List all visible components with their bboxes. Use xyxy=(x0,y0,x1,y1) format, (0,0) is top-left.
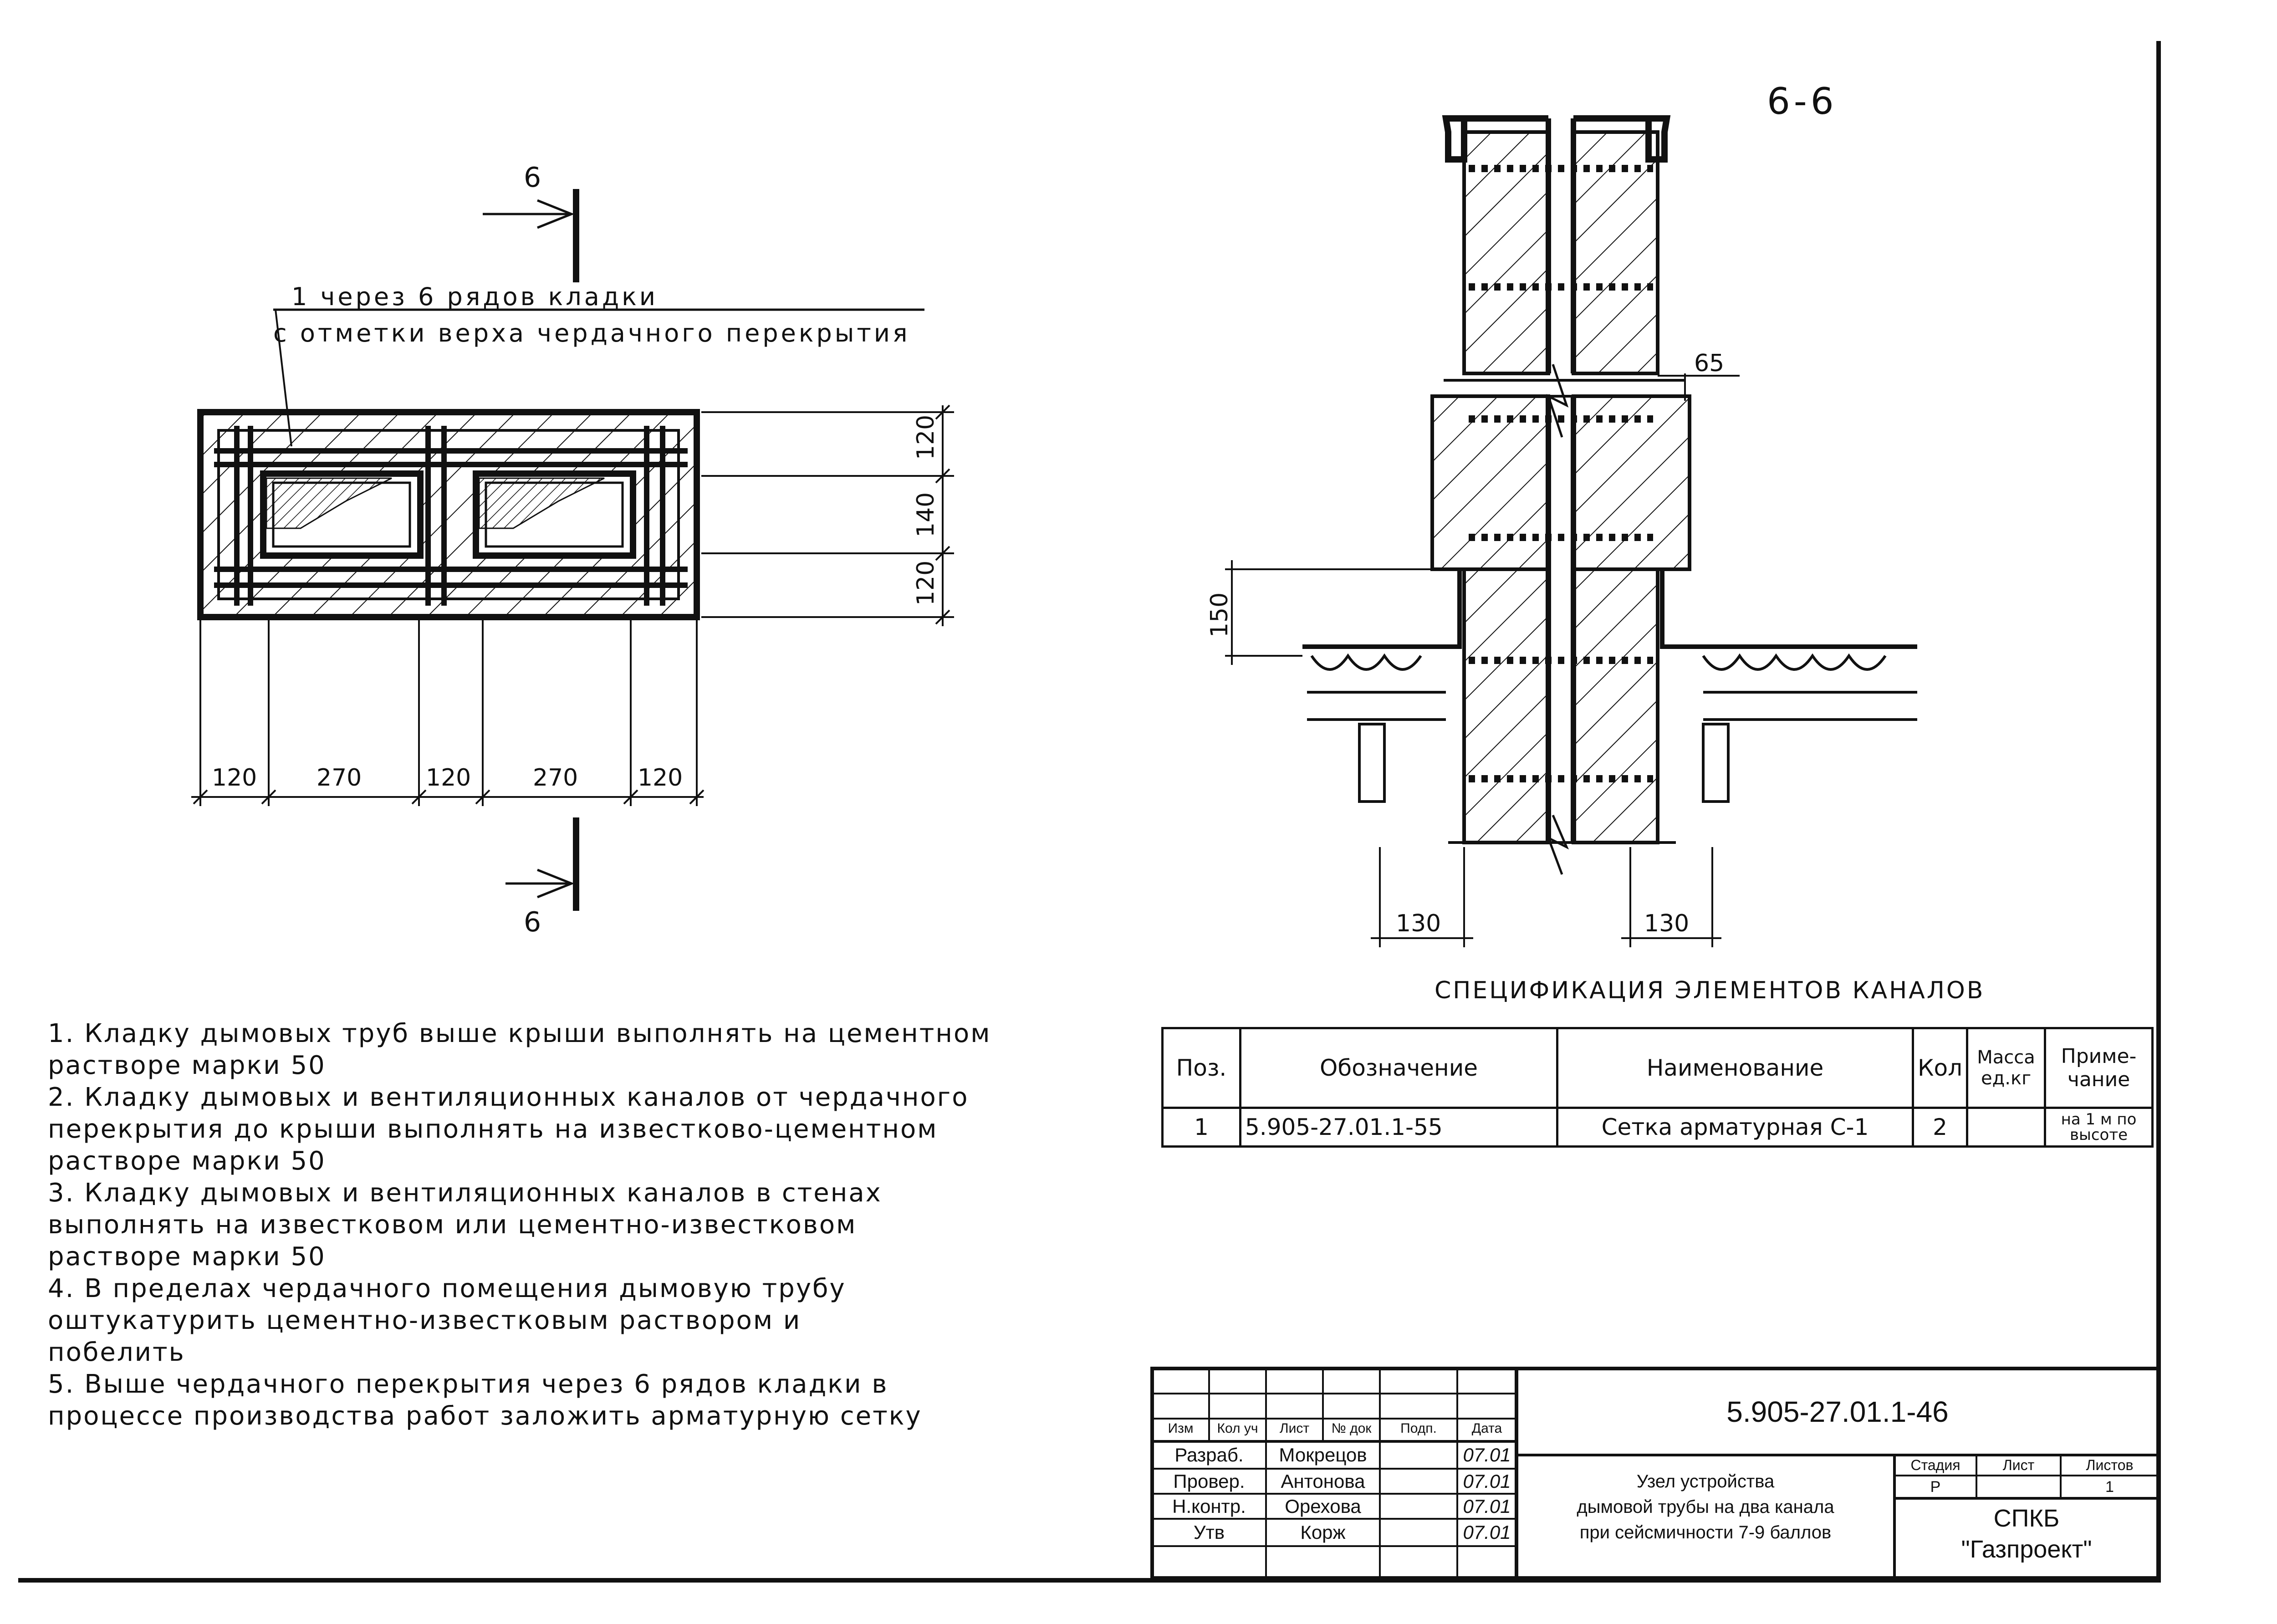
section-view: 65 150 130 130 xyxy=(1206,115,1917,947)
leader-note-line1: 1 через 6 рядов кладки xyxy=(291,282,658,311)
dim-v-2: 140 xyxy=(912,492,939,537)
spec-header-note: Приме-чание xyxy=(2044,1027,2154,1109)
description-line: Узел устройства xyxy=(1636,1471,1775,1491)
spec-header-mass: Масса ед.кг xyxy=(1966,1027,2047,1109)
title-block-col-headers: Изм Кол уч Лист № док Подп. Дата xyxy=(1152,1421,1516,1441)
cut-marker-bottom: 6 xyxy=(505,817,579,938)
col-header: Изм xyxy=(1168,1421,1194,1436)
col-header: Подп. xyxy=(1400,1421,1437,1436)
spec-cell-qty: 2 xyxy=(1911,1107,1969,1148)
dim-h-3: 120 xyxy=(426,764,471,792)
role-label: Н.контр. xyxy=(1172,1495,1246,1517)
description-line: дымовой трубы на два канала xyxy=(1577,1497,1834,1517)
dim-65: 65 xyxy=(1694,350,1724,377)
dim-130-left: 130 xyxy=(1396,910,1441,937)
note-line: 2. Кладку дымовых и вентиляционных канал… xyxy=(48,1083,969,1112)
dim-h-1: 120 xyxy=(212,764,257,792)
spec-cell-pos: 1 xyxy=(1161,1107,1241,1148)
spec-header-pos: Поз. xyxy=(1161,1027,1241,1109)
spec-table: Поз. Обозначение Наименование Кол Масса … xyxy=(1161,1027,2154,1148)
general-notes: 1. Кладку дымовых труб выше крыши выполн… xyxy=(48,1018,1141,1432)
role-label: Провер. xyxy=(1173,1470,1245,1492)
stage-value: Р xyxy=(1930,1478,1941,1496)
note-line: 5. Выше чердачного перекрытия через 6 ря… xyxy=(48,1369,888,1399)
col-header: Кол уч xyxy=(1217,1421,1258,1436)
sheet-label: Лист xyxy=(2002,1457,2035,1473)
note-line: 3. Кладку дымовых и вентиляционных канал… xyxy=(48,1178,882,1208)
note-line: растворе марки 50 xyxy=(48,1051,326,1080)
dim-v-3: 120 xyxy=(912,561,939,606)
role-name: Корж xyxy=(1300,1522,1346,1543)
role-row: Н.контр. Орехова 07.01 xyxy=(1152,1494,1516,1519)
role-date: 07.01 xyxy=(1463,1444,1511,1466)
dim-v-1: 120 xyxy=(912,415,939,460)
note-line: 4. В пределах чердачного помещения дымов… xyxy=(48,1274,846,1303)
reinforcement-section xyxy=(1469,165,1653,782)
title-block-grid xyxy=(1150,1367,2160,1580)
stage-headers: Стадия Лист Листов xyxy=(1894,1455,2159,1476)
title-block-roles: Разраб. Мокрецов 07.01 Провер. Антонова … xyxy=(1152,1441,1516,1546)
spec-cell-name: Сетка арматурная С-1 xyxy=(1556,1107,1914,1148)
role-name: Мокрецов xyxy=(1279,1444,1367,1466)
role-label: Утв xyxy=(1193,1522,1225,1543)
cut-marker-top: 6 xyxy=(483,162,579,282)
spec-cell-designation: 5.905-27.01.1-55 xyxy=(1239,1107,1558,1148)
note-line: процессе производства работ заложить арм… xyxy=(48,1401,922,1431)
note-line: оштукатурить цементно-известковым раство… xyxy=(48,1306,802,1335)
spec-row: 1 5.905-27.01.1-55 Сетка арматурная С-1 … xyxy=(1161,1107,2154,1148)
dimension-vertical xyxy=(701,404,954,626)
note-line: 1. Кладку дымовых труб выше крыши выполн… xyxy=(48,1019,991,1048)
col-header: Дата xyxy=(1471,1421,1502,1436)
description-line: при сейсмичности 7-9 баллов xyxy=(1579,1522,1832,1542)
cut-mark-bottom-label: 6 xyxy=(524,906,541,938)
spec-header-name: Наименование xyxy=(1556,1027,1914,1109)
dim-130-right: 130 xyxy=(1644,910,1689,937)
spec-header-qty: Кол xyxy=(1911,1027,1969,1109)
spec-title: СПЕЦИФИКАЦИЯ ЭЛЕМЕНТОВ КАНАЛОВ xyxy=(1435,977,1985,1004)
role-date: 07.01 xyxy=(1463,1470,1511,1492)
org-line2: "Газпроект" xyxy=(1961,1536,2092,1563)
role-row: Разраб. Мокрецов 07.01 xyxy=(1152,1441,1516,1469)
plan-view: 6 6 1 через 6 рядов кладки с отметки вер… xyxy=(191,162,954,938)
sheets-label: Листов xyxy=(2086,1457,2134,1473)
note-line: побелить xyxy=(48,1338,185,1367)
note-line: растворе марки 50 xyxy=(48,1146,326,1176)
role-name: Орехова xyxy=(1285,1495,1361,1517)
org-line1: СПКБ xyxy=(1993,1505,2060,1532)
dim-h-2: 270 xyxy=(317,764,362,792)
dim-h-4: 270 xyxy=(533,764,578,792)
spec-cell-mass xyxy=(1966,1107,2047,1148)
reinforcement-mesh xyxy=(214,426,688,606)
stage-label: Стадия xyxy=(1910,1457,1960,1473)
dim-h-5: 120 xyxy=(638,764,683,792)
role-label: Разраб. xyxy=(1174,1444,1244,1466)
spec-cell-note: на 1 м по высоте xyxy=(2044,1107,2154,1148)
dimension-horizontal xyxy=(191,619,705,806)
organization: СПКБ "Газпроект" xyxy=(1894,1503,2159,1565)
role-row: Утв Корж 07.01 xyxy=(1152,1519,1516,1546)
role-name: Антонова xyxy=(1281,1470,1365,1492)
spec-header-designation: Обозначение xyxy=(1239,1027,1558,1109)
leader-note-line2: с отметки верха чердачного перекрытия xyxy=(273,319,910,347)
note-line: растворе марки 50 xyxy=(48,1242,326,1272)
role-row: Провер. Антонова 07.01 xyxy=(1152,1469,1516,1494)
section-label: 6-6 xyxy=(1767,80,1838,123)
sheets-value: 1 xyxy=(2105,1478,2114,1496)
col-header: № док xyxy=(1331,1421,1372,1436)
title-description: Узел устройства дымовой трубы на два кан… xyxy=(1516,1469,1894,1545)
doc-code: 5.905-27.01.1-46 xyxy=(1726,1395,1949,1428)
role-date: 07.01 xyxy=(1463,1522,1511,1543)
note-line: выполнять на известковом или цементно-из… xyxy=(48,1210,857,1240)
sheet-frame xyxy=(18,41,2161,1583)
note-line: перекрытия до крыши выполнять на известк… xyxy=(48,1114,938,1144)
dim-150: 150 xyxy=(1206,592,1233,638)
role-date: 07.01 xyxy=(1463,1495,1511,1517)
col-header: Лист xyxy=(1279,1421,1310,1436)
stage-values: Р 1 xyxy=(1894,1476,2159,1498)
cut-mark-top-label: 6 xyxy=(524,162,541,194)
